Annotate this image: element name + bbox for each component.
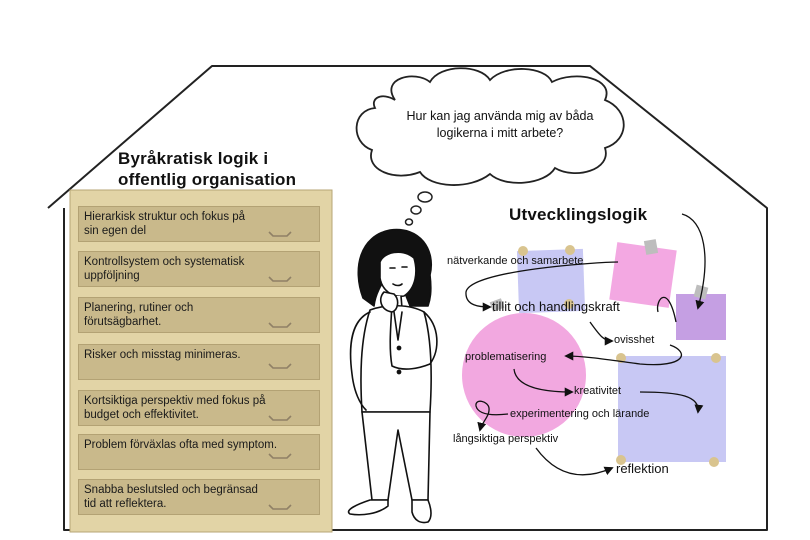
right-arm — [389, 299, 438, 370]
drawer: Kortsiktiga perspektiv med fokus på budge… — [78, 390, 320, 426]
drawer-line1: Risker och misstag minimeras. — [84, 349, 241, 361]
arrow-heading-to-purple — [681, 213, 706, 310]
thought-cloud-text: Hur kan jag använda mig av båda logikern… — [380, 108, 620, 142]
drawer: Kontrollsystem och systematisk uppföljnin… — [78, 251, 320, 287]
drawer-text: Problem förväxlas ofta med symptom. — [84, 438, 320, 452]
concept-tillit: tillit och handlingskraft — [492, 299, 620, 314]
drawer-line1: Planering, rutiner och — [84, 302, 194, 314]
thought-cloud — [355, 67, 625, 226]
drawer-line1: Hierarkisk struktur och fokus på — [84, 211, 246, 223]
arrow-kreativitet-to-exp — [639, 391, 704, 414]
drawer: Risker och misstag minimeras. — [78, 344, 320, 380]
drawer: Snabba beslutsled och begränsad tid att r… — [78, 479, 320, 515]
house-outline — [47, 65, 768, 531]
left-heading-line1: Byråkratisk logik i — [118, 149, 269, 168]
drawer-line2: tid att reflektera. — [84, 498, 167, 510]
face — [379, 251, 417, 298]
left-arm — [349, 311, 371, 411]
drawer-handle-icon — [268, 453, 292, 459]
concept-langsiktiga: långsiktiga perspektiv — [453, 433, 559, 445]
left-heading-line2: offentlig organisation — [118, 170, 297, 189]
drawer: Planering, rutiner och förutsägbarhet. — [78, 297, 320, 333]
drawer-text: Planering, rutiner och förutsägbarhet. — [84, 301, 320, 329]
drawer-line1: Kontrollsystem och systematisk — [84, 256, 245, 268]
concept-ovisshet: ovisshet — [614, 334, 655, 346]
flow-arrows — [465, 213, 706, 476]
arrow-langsiktiga-to-reflektion — [535, 447, 614, 476]
left-heading: Byråkratisk logik i offentlig organisati… — [118, 148, 296, 190]
arrow-problem-to-kreativitet — [513, 368, 574, 397]
drawer-handle-icon — [268, 415, 292, 421]
drawer-handle-icon — [268, 276, 292, 282]
arrow-natverk-to-tillit — [465, 261, 619, 312]
drawer-text: Hierarkisk struktur och fokus på sin egen… — [84, 210, 320, 238]
drawer: Hierarkisk struktur och fokus på sin egen… — [78, 206, 320, 242]
right-heading: Utvecklingslogik — [509, 205, 648, 224]
idea-board — [462, 239, 726, 467]
drawer-line1: Snabba beslutsled och begränsad — [84, 484, 258, 496]
drawer-line2: sin egen del — [84, 225, 147, 237]
drawer-handle-icon — [268, 231, 292, 237]
drawer-line2: budget och effektivitet. — [84, 409, 199, 421]
drawer: Problem förväxlas ofta med symptom. — [78, 434, 320, 470]
hand-on-chin — [379, 291, 399, 313]
concept-problematisering: problematisering — [465, 351, 547, 363]
concept-natverkande: nätverkande och samarbete — [447, 255, 584, 267]
cloud-line2: logikerna i mitt arbete? — [436, 126, 564, 140]
drawer-text: Risker och misstag minimeras. — [84, 348, 320, 362]
drawer-line1: Kortsiktiga perspektiv med fokus på — [84, 395, 266, 407]
drawer-text: Kortsiktiga perspektiv med fokus på budge… — [84, 394, 320, 422]
trousers — [361, 411, 431, 501]
thinking-woman — [347, 228, 438, 524]
drawer-line2: uppföljning — [84, 270, 140, 282]
drawer-handle-icon — [268, 363, 292, 369]
concept-kreativitet: kreativitet — [574, 385, 622, 397]
arrow-tillit-to-ovisshet — [589, 321, 614, 346]
shoes — [347, 499, 432, 524]
arrow-purple-to-tillit — [656, 296, 677, 323]
torso — [360, 304, 432, 413]
drawer-line2: förutsägbarhet. — [84, 316, 162, 328]
drawer-line1: Problem förväxlas ofta med symptom. — [84, 439, 278, 451]
cloud-line1: Hur kan jag använda mig av båda — [406, 109, 594, 123]
arrow-exp-loop — [475, 400, 509, 432]
arrow-ovisshet-to-problem — [564, 344, 682, 366]
drawer-text: Snabba beslutsled och begränsad tid att r… — [84, 483, 320, 511]
concept-experimentering: experimentering och lärande — [510, 408, 650, 420]
drawer-text: Kontrollsystem och systematisk uppföljnin… — [84, 255, 320, 283]
drawer-handle-icon — [268, 322, 292, 328]
drawer-handle-icon — [268, 504, 292, 510]
concept-reflektion: reflektion — [616, 461, 669, 476]
